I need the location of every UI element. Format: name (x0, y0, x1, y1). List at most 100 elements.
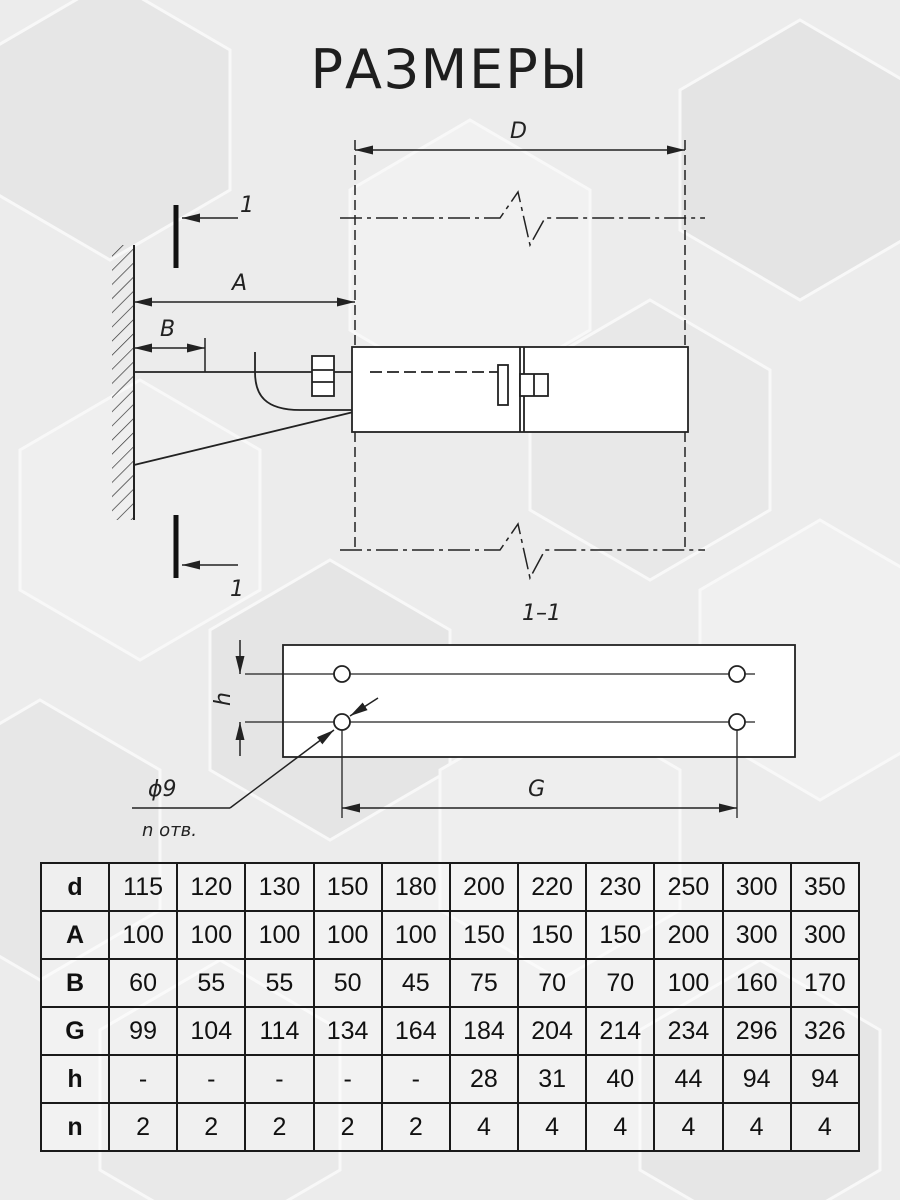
page-title: РАЗМЕРЫ (310, 38, 590, 101)
table-cell: 300 (789, 910, 861, 960)
table-cell: 100 (176, 910, 247, 960)
table-cell: 28 (448, 1054, 520, 1104)
table-cell: 184 (448, 1006, 520, 1056)
table-cell: 296 (721, 1006, 792, 1056)
table-cell: 2 (380, 1102, 451, 1152)
table-cell: 4 (585, 1102, 656, 1152)
table-cell: 40 (585, 1054, 656, 1104)
table-cell: - (312, 1054, 383, 1104)
section-label-top: 1 (240, 193, 254, 218)
label-D: D (510, 119, 527, 144)
dimension-A: A (134, 271, 355, 307)
section-view-label: 1–1 (522, 601, 561, 626)
table-cell: 2 (244, 1102, 315, 1152)
table-cell: 120 (176, 862, 247, 912)
dimension-D: D (354, 119, 686, 345)
bracket (133, 352, 371, 466)
row-header: A (40, 910, 110, 960)
table-cell: 150 (448, 910, 520, 960)
table-cell: 2 (107, 1102, 179, 1152)
table-cell: 99 (107, 1006, 179, 1056)
label-G: G (528, 777, 545, 802)
table-cell: 55 (244, 958, 315, 1008)
table-cell: 230 (585, 862, 656, 912)
table-cell: 150 (517, 910, 588, 960)
table-cell: 75 (448, 958, 520, 1008)
table-cell: 164 (380, 1006, 451, 1056)
table-cell: 300 (721, 862, 792, 912)
table-cell: 100 (312, 910, 383, 960)
table-cell: 100 (653, 958, 724, 1008)
table-cell: - (107, 1054, 179, 1104)
table-cell: 70 (517, 958, 588, 1008)
table-cell: 160 (721, 958, 792, 1008)
hole-callout: ϕ9 n отв. (132, 697, 379, 841)
label-hole-diameter: ϕ9 (148, 777, 177, 802)
table-cell: 4 (448, 1102, 520, 1152)
table-cell: 100 (107, 910, 179, 960)
label-holes-count: n отв. (142, 820, 197, 841)
table-cell: 70 (585, 958, 656, 1008)
table-cell: 100 (380, 910, 451, 960)
section-plate (245, 644, 796, 758)
table-cell: 45 (380, 958, 451, 1008)
dimension-G: G (341, 730, 738, 818)
table-cell: 94 (721, 1054, 792, 1104)
table-cell: 170 (789, 958, 861, 1008)
table-cell: 114 (244, 1006, 315, 1056)
table-cell: 204 (517, 1006, 588, 1056)
pipe-clamp (351, 346, 689, 433)
table-cell: 234 (653, 1006, 724, 1056)
table-cell: 100 (244, 910, 315, 960)
table-cell: 104 (176, 1006, 247, 1056)
bracket-drawing: 1 1 D A B (112, 119, 796, 841)
wall (112, 245, 135, 520)
table-cell: 200 (653, 910, 724, 960)
label-A: A (230, 271, 247, 296)
table-cell: 4 (789, 1102, 861, 1152)
mounting-hole (333, 713, 351, 731)
dimension-B: B (134, 317, 206, 372)
table-cell: 150 (312, 862, 383, 912)
table-cell: 31 (517, 1054, 588, 1104)
section-marker-bottom: 1 (173, 515, 244, 602)
table-cell: 220 (517, 862, 588, 912)
table-cell: 2 (312, 1102, 383, 1152)
row-header: h (40, 1054, 110, 1104)
row-header: d (40, 862, 110, 912)
mounting-hole (333, 665, 351, 683)
table-cell: 60 (107, 958, 179, 1008)
table-cell: 4 (721, 1102, 792, 1152)
table-cell: 50 (312, 958, 383, 1008)
table-cell: 350 (789, 862, 861, 912)
row-header: G (40, 1006, 110, 1056)
table-cell: 326 (789, 1006, 861, 1056)
label-h: h (211, 692, 236, 706)
table-cell: 134 (312, 1006, 383, 1056)
table-cell: - (176, 1054, 247, 1104)
row-header: B (40, 958, 110, 1008)
mounting-hole (728, 665, 746, 683)
table-cell: - (380, 1054, 451, 1104)
table-cell: 2 (176, 1102, 247, 1152)
table-cell: 94 (789, 1054, 861, 1104)
table-cell: 150 (585, 910, 656, 960)
table-cell: 250 (653, 862, 724, 912)
table-cell: 4 (517, 1102, 588, 1152)
table-cell: 180 (380, 862, 451, 912)
table-cell: 115 (107, 862, 179, 912)
table-cell: 44 (653, 1054, 724, 1104)
label-B: B (160, 317, 175, 342)
table-cell: 55 (176, 958, 247, 1008)
section-marker-top: 1 (173, 193, 254, 268)
table-cell: 300 (721, 910, 792, 960)
table-cell: - (244, 1054, 315, 1104)
row-header: n (40, 1102, 110, 1152)
